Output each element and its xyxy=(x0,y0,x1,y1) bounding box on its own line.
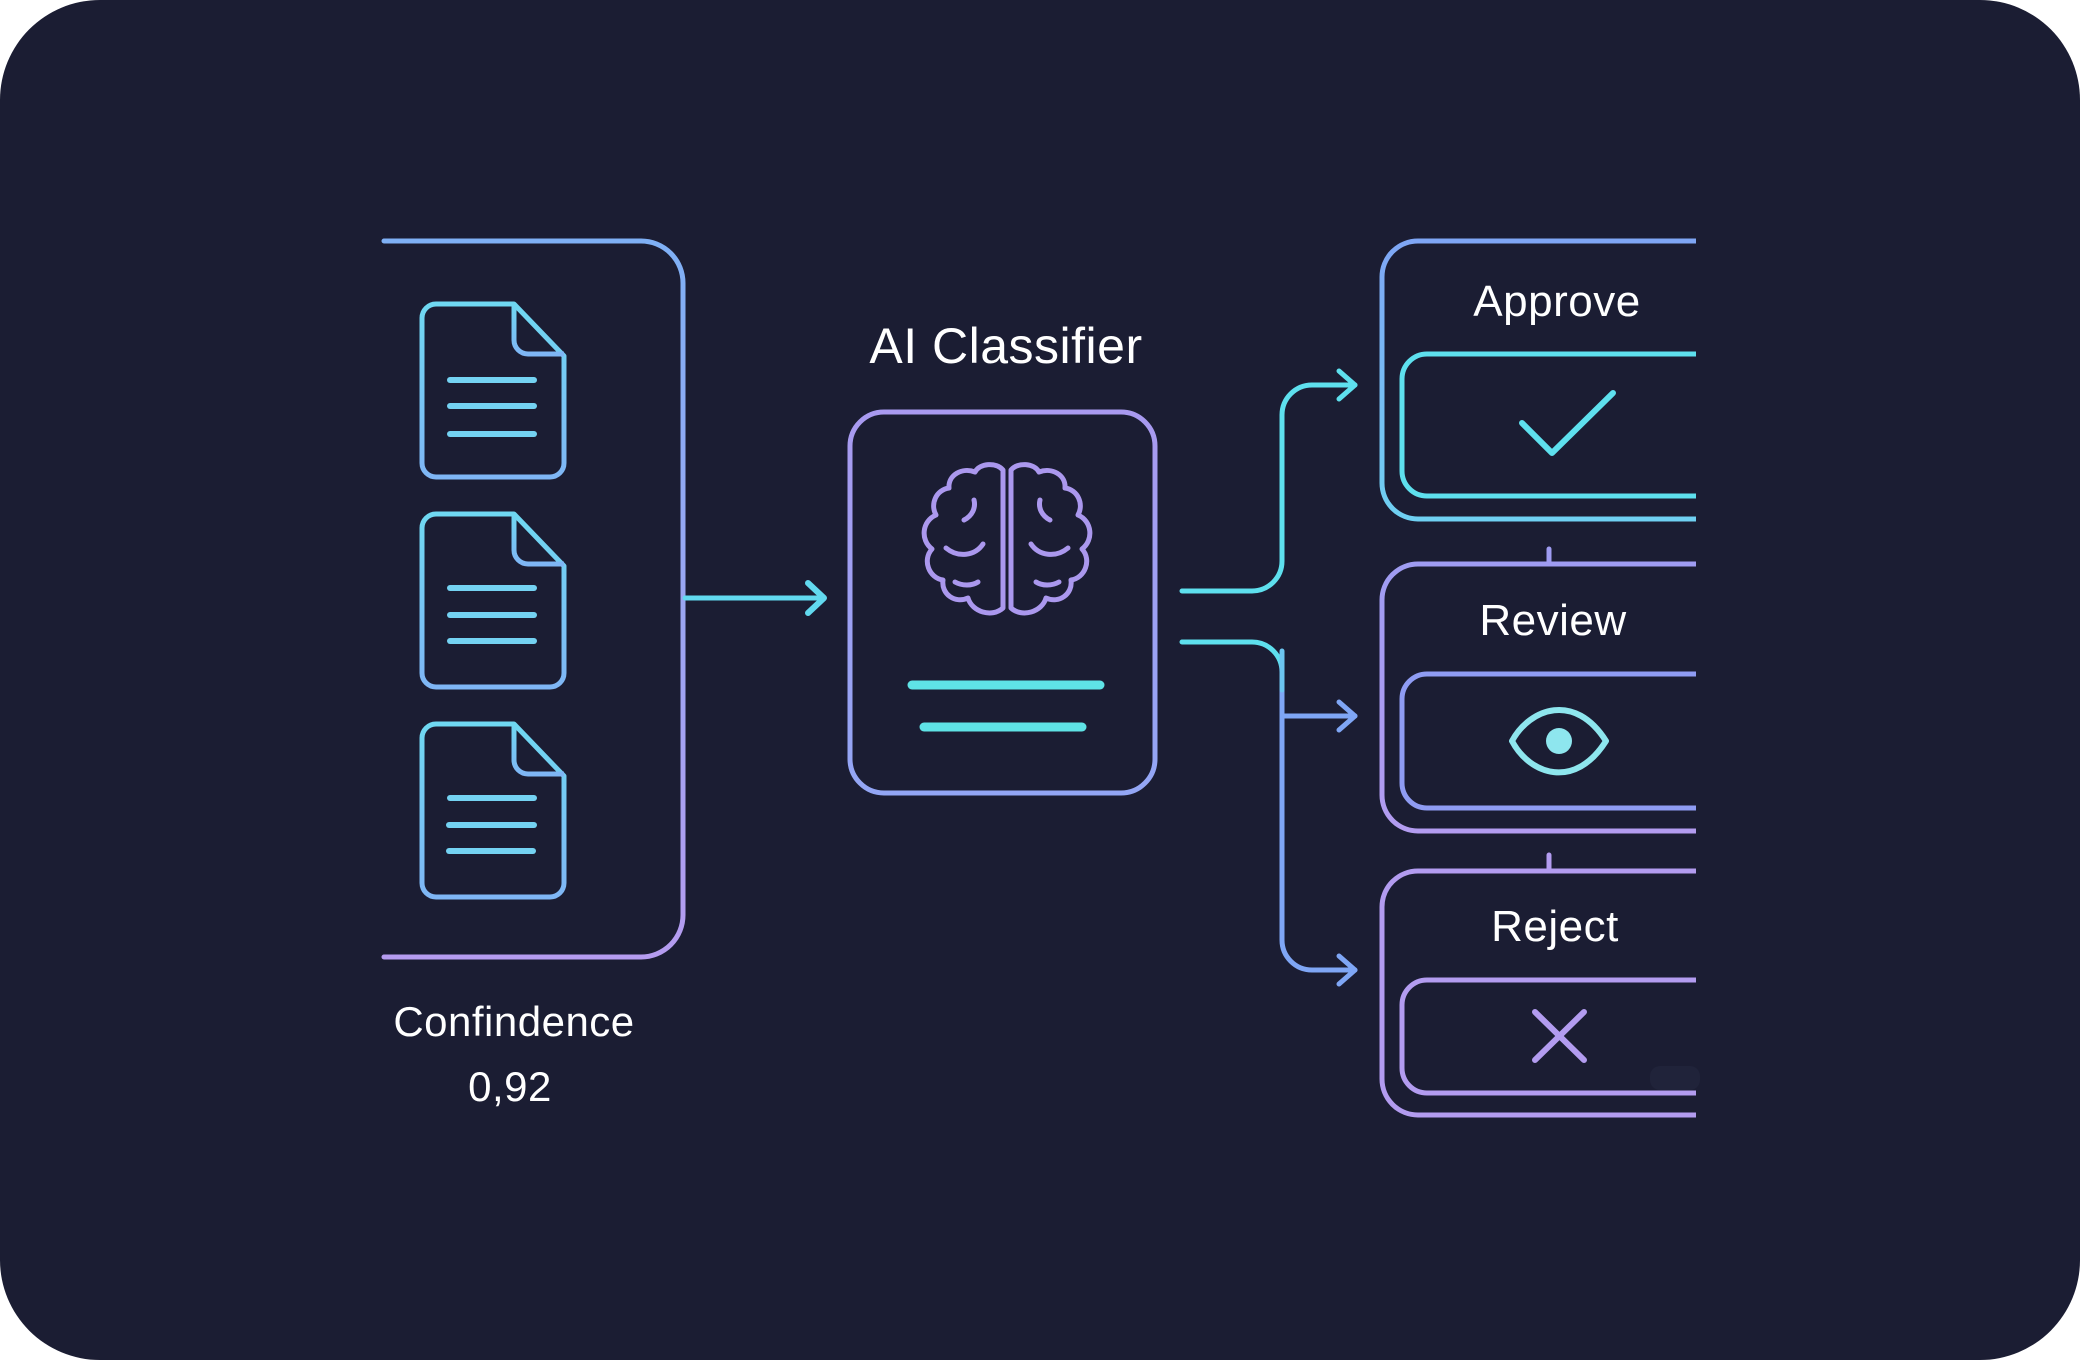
classifier-title: AI Classifier xyxy=(869,318,1143,374)
brain-icon xyxy=(921,462,1093,616)
approve-label: Approve xyxy=(1473,277,1641,326)
review-label: Review xyxy=(1479,596,1627,645)
reject-outcome xyxy=(1379,852,1700,1118)
classifier-box xyxy=(847,409,1158,796)
review-branch-arrow xyxy=(1281,699,1358,733)
confidence-value: 0,92 xyxy=(468,1063,552,1110)
approve-branch-arrow xyxy=(1179,368,1358,594)
eye-icon xyxy=(1509,707,1609,776)
document-icon xyxy=(419,301,567,480)
document-icon xyxy=(419,511,567,690)
input-to-classifier-arrow xyxy=(682,580,827,616)
review-reject-branch xyxy=(1179,639,1358,973)
approve-outcome xyxy=(1379,238,1696,522)
x-icon xyxy=(1532,1009,1587,1063)
reject-label: Reject xyxy=(1491,902,1619,951)
review-outcome xyxy=(1379,546,1696,834)
document-icon xyxy=(419,721,567,900)
checkmark-icon xyxy=(1519,390,1616,456)
reject-branch-arrow xyxy=(1336,953,1358,987)
confidence-label: Confindence xyxy=(393,998,635,1045)
